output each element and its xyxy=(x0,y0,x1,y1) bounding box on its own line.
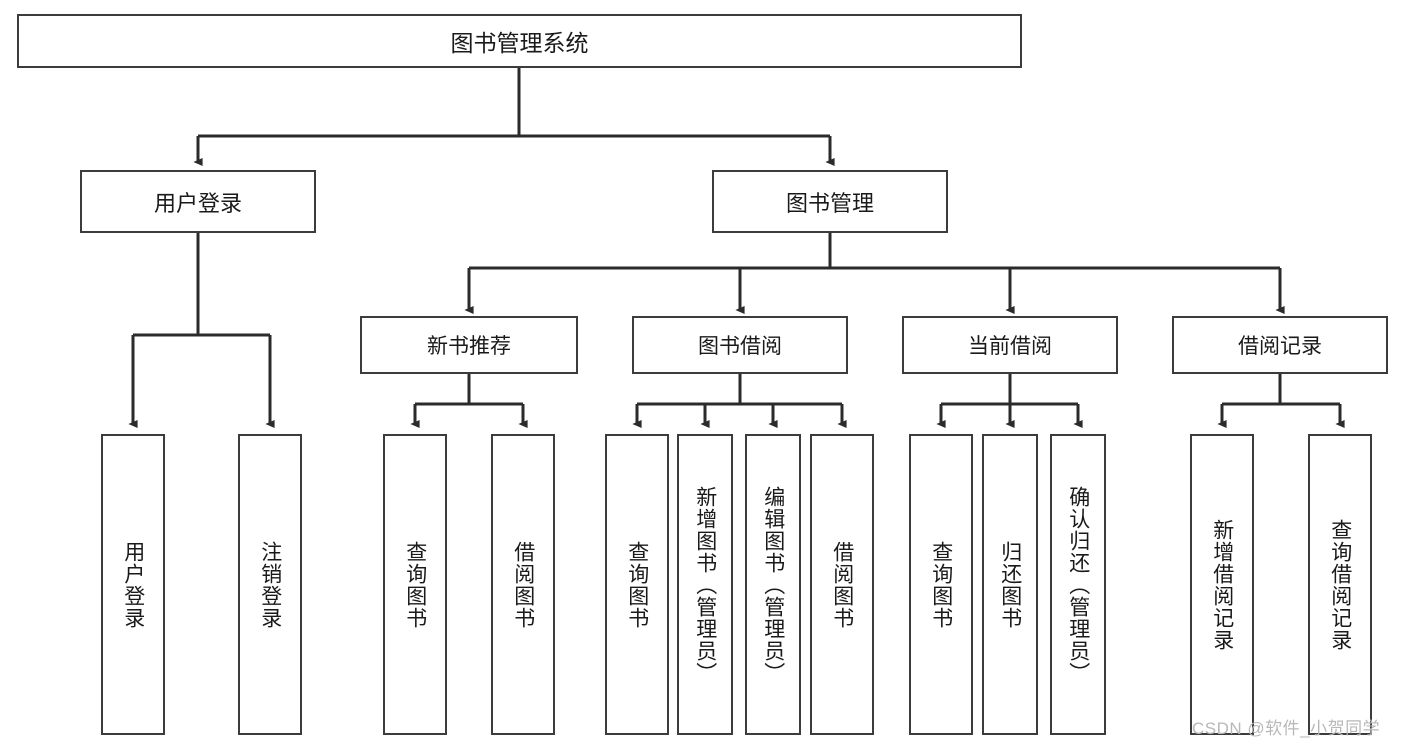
node-new-book-recommend[interactable]: 新书推荐 xyxy=(360,316,578,374)
node-leaf-query-book-1-label: 查询图书 xyxy=(403,540,427,629)
node-user-login-label: 用户登录 xyxy=(153,190,242,216)
node-leaf-query-record-label: 查询借阅记录 xyxy=(1328,518,1352,651)
node-leaf-confirm-return[interactable]: 确认归还（管理员） xyxy=(1050,434,1106,735)
node-leaf-add-record[interactable]: 新增借阅记录 xyxy=(1190,434,1254,735)
node-leaf-query-book-1[interactable]: 查询图书 xyxy=(383,434,447,735)
node-leaf-borrow-book-2[interactable]: 借阅图书 xyxy=(810,434,874,735)
node-leaf-borrow-book-2-label: 借阅图书 xyxy=(830,540,854,629)
node-leaf-edit-book[interactable]: 编辑图书（管理员） xyxy=(745,434,801,735)
node-new-book-recommend-label: 新书推荐 xyxy=(427,335,511,358)
node-root[interactable]: 图书管理系统 xyxy=(17,14,1022,68)
node-leaf-borrow-book-1-label: 借阅图书 xyxy=(511,540,535,629)
node-leaf-return-book[interactable]: 归还图书 xyxy=(982,434,1038,735)
node-leaf-user-logout[interactable]: 注销登录 xyxy=(238,434,302,735)
node-leaf-return-book-label: 归还图书 xyxy=(998,540,1022,629)
node-leaf-borrow-book-1[interactable]: 借阅图书 xyxy=(491,434,555,735)
node-leaf-query-record[interactable]: 查询借阅记录 xyxy=(1308,434,1372,735)
node-borrow-record[interactable]: 借阅记录 xyxy=(1172,316,1388,374)
node-leaf-user-login[interactable]: 用户登录 xyxy=(101,434,165,735)
watermark: CSDN @软件_小贺同学 xyxy=(1192,719,1381,738)
node-leaf-add-record-label: 新增借阅记录 xyxy=(1210,518,1234,651)
node-current-borrow-label: 当前借阅 xyxy=(968,335,1052,358)
node-book-management[interactable]: 图书管理 xyxy=(712,170,948,233)
node-book-management-label: 图书管理 xyxy=(785,190,874,216)
node-leaf-edit-book-label: 编辑图书（管理员） xyxy=(761,485,785,684)
node-leaf-add-book-label: 新增图书（管理员） xyxy=(693,485,717,684)
node-book-borrow[interactable]: 图书借阅 xyxy=(632,316,848,374)
node-leaf-user-logout-label: 注销登录 xyxy=(258,540,282,629)
node-borrow-record-label: 借阅记录 xyxy=(1238,335,1322,358)
node-leaf-query-book-3-label: 查询图书 xyxy=(929,540,953,629)
node-leaf-query-book-2-label: 查询图书 xyxy=(625,540,649,629)
node-current-borrow[interactable]: 当前借阅 xyxy=(902,316,1118,374)
node-leaf-user-login-label: 用户登录 xyxy=(121,540,145,629)
node-book-borrow-label: 图书借阅 xyxy=(698,335,782,358)
node-leaf-add-book[interactable]: 新增图书（管理员） xyxy=(677,434,733,735)
node-leaf-query-book-3[interactable]: 查询图书 xyxy=(909,434,973,735)
node-leaf-confirm-return-label: 确认归还（管理员） xyxy=(1066,485,1090,684)
node-leaf-query-book-2[interactable]: 查询图书 xyxy=(605,434,669,735)
node-user-login[interactable]: 用户登录 xyxy=(80,170,316,233)
node-root-label: 图书管理系统 xyxy=(450,30,589,56)
